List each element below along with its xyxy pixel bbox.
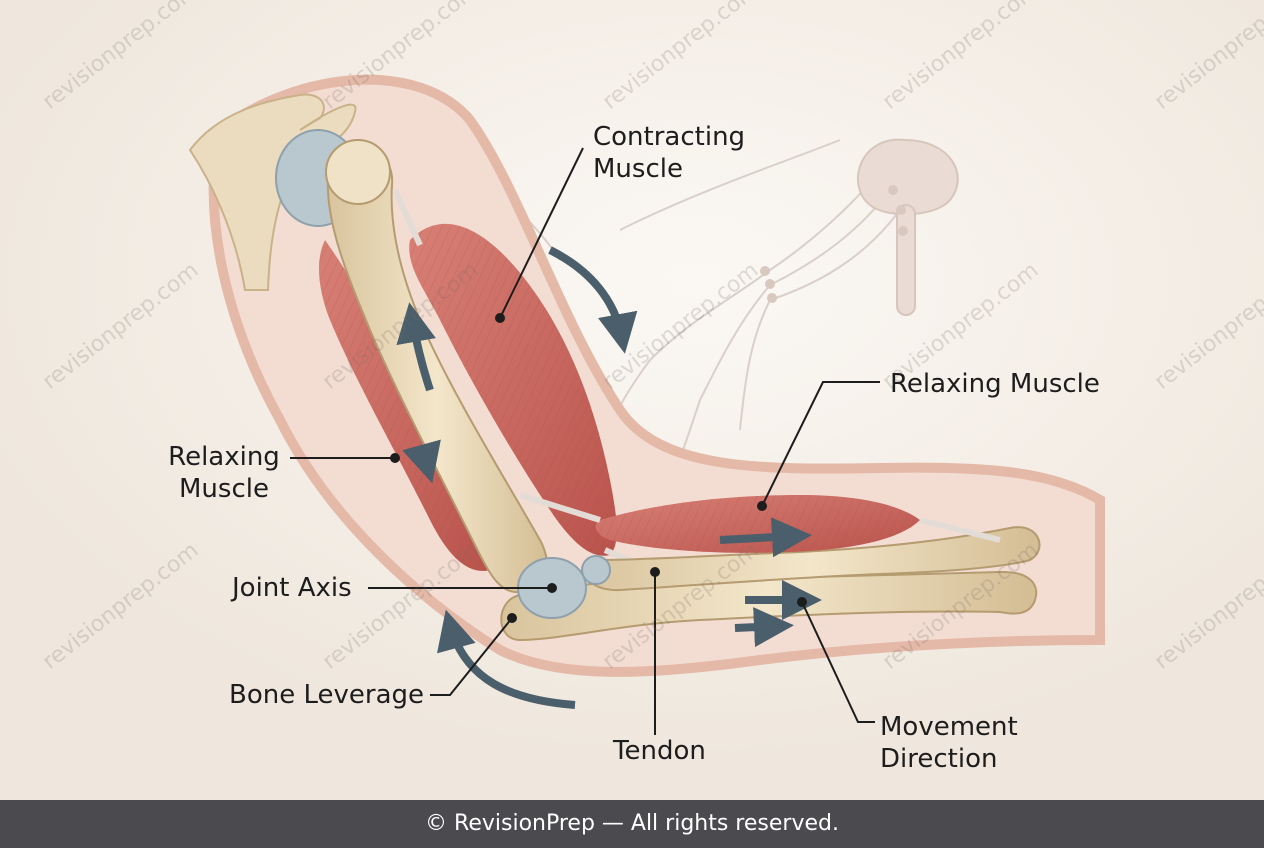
spinal-cord-icon bbox=[760, 138, 959, 316]
label-tendon: Tendon bbox=[613, 736, 706, 766]
label-joint-axis: Joint Axis bbox=[232, 573, 352, 603]
arm-illustration bbox=[0, 0, 1264, 800]
forearm-bones bbox=[500, 526, 1041, 642]
diagram: revisionprep.com revisionprep.com revisi… bbox=[0, 0, 1264, 800]
movement-arrows bbox=[396, 246, 822, 709]
label-bone-leverage: Bone Leverage bbox=[229, 680, 425, 710]
label-contracting-muscle: Contracting Muscle bbox=[593, 122, 746, 184]
label-movement-direction: Movement Direction bbox=[880, 712, 1018, 774]
copyright-footer: © RevisionPrep — All rights reserved. bbox=[0, 800, 1264, 848]
leader-lines bbox=[290, 147, 880, 735]
label-relaxing-muscle-left: Relaxing Muscle bbox=[168, 442, 280, 504]
relaxing-muscle-forearm bbox=[519, 492, 1001, 553]
label-relaxing-muscle-right: Relaxing Muscle bbox=[890, 369, 1100, 399]
humerus-bone bbox=[325, 139, 549, 594]
